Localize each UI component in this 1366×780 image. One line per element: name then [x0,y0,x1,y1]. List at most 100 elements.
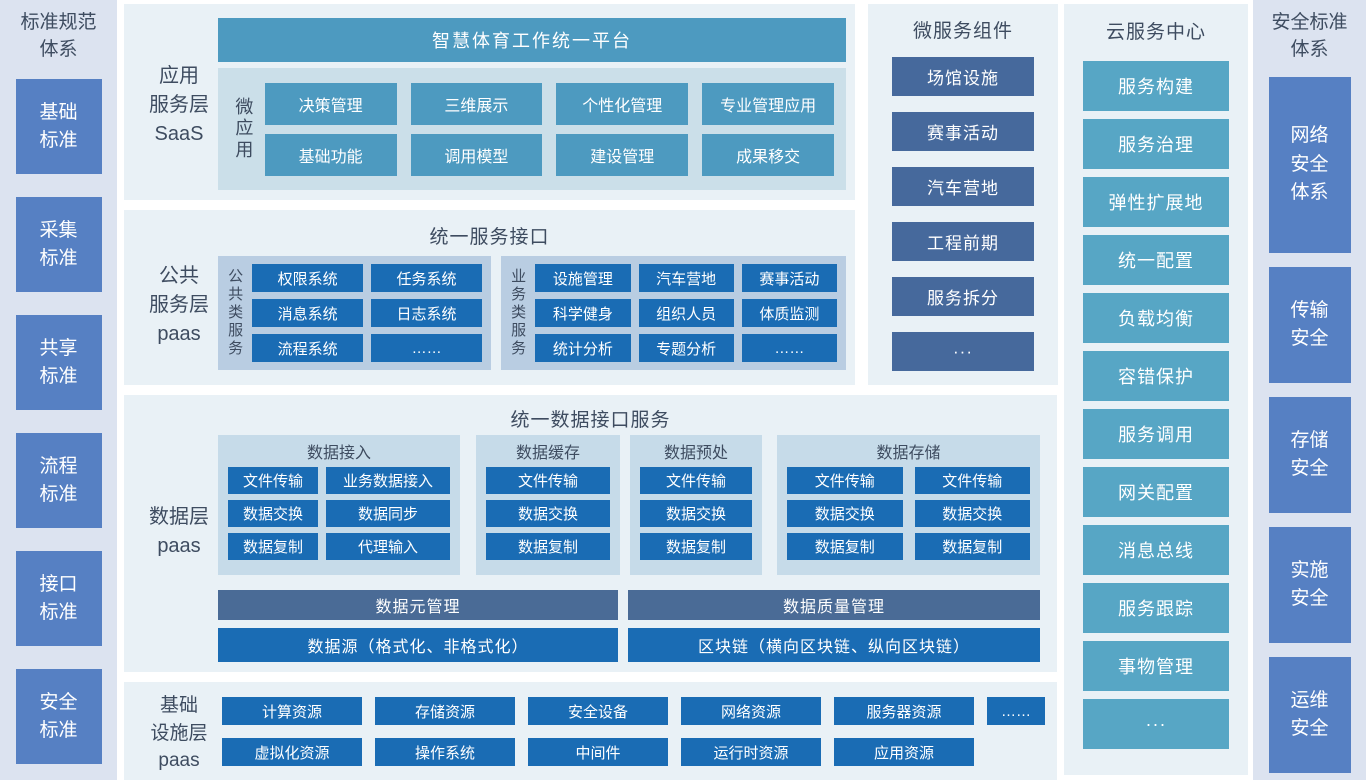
cloud-service-block: 网关配置 [1083,467,1229,517]
microservice-block: 赛事活动 [892,112,1034,151]
standard-block-label: 接口标准 [39,574,78,623]
security-standards-column: 安全标准体系 网络安全体系 传输安全 存储安全 实施安全 运维安全 [1253,0,1366,780]
infrastructure-block: 网络资源 [681,697,821,725]
data-storage-block: 数据复制 [914,533,1030,560]
infrastructure-block: 中间件 [528,738,668,766]
common-services-group-label: 公共类服务 [228,268,244,357]
cloud-service-block: 弹性扩展地 [1083,177,1229,227]
microservice-block: 服务拆分 [892,277,1034,316]
infrastructure-block: 服务器资源 [834,697,974,725]
data-access-block: 数据复制 [228,533,318,560]
blockchain-bar: 区块链（横向区块链、纵向区块链） [628,628,1040,662]
infrastructure-block: 存储资源 [375,697,515,725]
standard-block-label: 流程标准 [39,456,78,505]
microservice-block: 汽车营地 [892,167,1034,206]
infrastructure-layer-section: 基础 设施层 paas …… 计算资源 存储资源 安全设备 网络资源 服务器资源… [124,682,1057,780]
business-service-block: 体质监测 [741,299,837,327]
common-service-block-more: …… [371,334,482,362]
security-block-label: 存储安全 [1290,429,1329,480]
infrastructure-block: 安全设备 [528,697,668,725]
data-cache-block: 数据复制 [486,533,610,560]
data-access-block: 数据同步 [326,500,450,527]
micro-app-block: 调用模型 [410,133,543,176]
standard-block-interface: 接口标准 [15,551,102,647]
standard-block-collection: 采集标准 [15,197,102,293]
cloud-service-block: 服务调用 [1083,409,1229,459]
standard-block-process: 流程标准 [15,433,102,529]
security-block-operations: 运维安全 [1268,657,1351,774]
data-layer-section: 统一数据接口服务 数据层 paas 数据接入 文件传输 业务数据接入 数据交换 … [124,395,1057,672]
micro-app-block: 成果移交 [702,133,834,176]
security-block-transmission: 传输安全 [1268,267,1351,384]
standards-column-title: 标准规范体系 [20,12,97,60]
business-service-block: 专题分析 [638,334,734,362]
data-storage-title: 数据存储 [876,445,941,462]
infrastructure-block: 计算资源 [222,697,362,725]
microservice-block: 工程前期 [892,222,1034,261]
business-services-panel: 业务类服务 设施管理 汽车营地 赛事活动 科学健身 组织人员 体质监测 统计分析… [501,256,846,370]
security-block-label: 运维安全 [1290,689,1329,740]
business-service-block: 设施管理 [535,264,631,292]
micro-app-block: 三维展示 [410,82,543,125]
public-service-layer-section: 统一服务接口 公共 服务层 paas 公共类服务 权限系统 任务系统 消息系统 … [124,210,855,385]
saas-layer-section: 应用 服务层 SaaS 智慧体育工作统一平台 微应用 决策管理 三维展示 个性化… [124,4,855,200]
cloud-service-block: 消息总线 [1083,525,1229,575]
micro-app-block: 决策管理 [264,82,397,125]
data-access-block: 文件传输 [228,467,318,494]
business-service-block-more: …… [741,334,837,362]
data-storage-block: 数据交换 [914,500,1030,527]
business-service-block: 汽车营地 [638,264,734,292]
cloud-panel-title: 云服务中心 [1105,22,1206,43]
data-cache-block: 文件传输 [486,467,610,494]
microservice-block: 场馆设施 [892,57,1034,96]
data-access-block: 数据交换 [228,500,318,527]
cloud-service-block: 负载均衡 [1083,293,1229,343]
data-preprocess-block: 文件传输 [640,467,752,494]
security-block-label: 网络安全体系 [1290,125,1329,204]
business-services-group-label: 业务类服务 [511,268,527,357]
common-services-panel: 公共类服务 权限系统 任务系统 消息系统 日志系统 流程系统 …… [218,256,491,370]
unified-data-interface-title: 统一数据接口服务 [510,410,671,431]
standard-block-label: 共享标准 [39,338,78,387]
standard-block-label: 采集标准 [39,220,78,269]
data-access-block: 业务数据接入 [326,467,450,494]
common-service-block: 日志系统 [371,299,482,327]
common-service-block: 任务系统 [371,264,482,292]
microservices-panel-title: 微服务组件 [912,21,1013,42]
business-service-block: 统计分析 [535,334,631,362]
standards-column: 标准规范体系 基础标准 采集标准 共享标准 流程标准 接口标准 安全标准 [0,0,117,780]
data-access-panel: 数据接入 文件传输 业务数据接入 数据交换 数据同步 数据复制 代理输入 [218,435,460,575]
infrastructure-block: 应用资源 [834,738,974,766]
data-cache-block: 数据交换 [486,500,610,527]
microservices-panel: 微服务组件 场馆设施 赛事活动 汽车营地 工程前期 服务拆分 ··· [868,4,1058,385]
infrastructure-block: 运行时资源 [681,738,821,766]
common-service-block: 流程系统 [252,334,364,362]
infrastructure-block: 虚拟化资源 [222,738,362,766]
data-source-bar: 数据源（格式化、非格式化） [218,628,618,662]
data-storage-block: 数据交换 [787,500,903,527]
standard-block-basic: 基础标准 [15,79,102,175]
data-storage-panel: 数据存储 文件传输 文件传输 数据交换 数据交换 数据复制 数据复制 [777,435,1040,575]
data-preprocess-title: 数据预处 [663,445,728,462]
infrastructure-block-more: …… [987,697,1045,725]
cloud-service-block: 事物管理 [1083,641,1229,691]
standard-block-security: 安全标准 [15,669,102,765]
micro-app-block: 基础功能 [264,133,397,176]
data-preprocess-panel: 数据预处 文件传输 数据交换 数据复制 [630,435,762,575]
infrastructure-layer-label: 基础 设施层 paas [150,695,208,772]
cloud-service-block: 服务跟踪 [1083,583,1229,633]
business-service-block: 赛事活动 [741,264,837,292]
micro-app-panel: 微应用 决策管理 三维展示 个性化管理 专业管理应用 基础功能 调用模型 建设管… [218,68,846,190]
data-access-title: 数据接入 [306,445,371,462]
data-storage-block: 数据复制 [787,533,903,560]
micro-app-block: 建设管理 [556,133,689,176]
security-column-title: 安全标准体系 [1271,12,1348,60]
standard-block-label: 基础标准 [39,102,78,151]
data-quality-management-bar: 数据质量管理 [628,590,1040,620]
data-cache-title: 数据缓存 [515,445,580,462]
security-block-label: 实施安全 [1290,559,1329,610]
cloud-service-block: 服务构建 [1083,61,1229,111]
micro-app-block: 个性化管理 [556,82,689,125]
security-block-implementation: 实施安全 [1268,527,1351,644]
